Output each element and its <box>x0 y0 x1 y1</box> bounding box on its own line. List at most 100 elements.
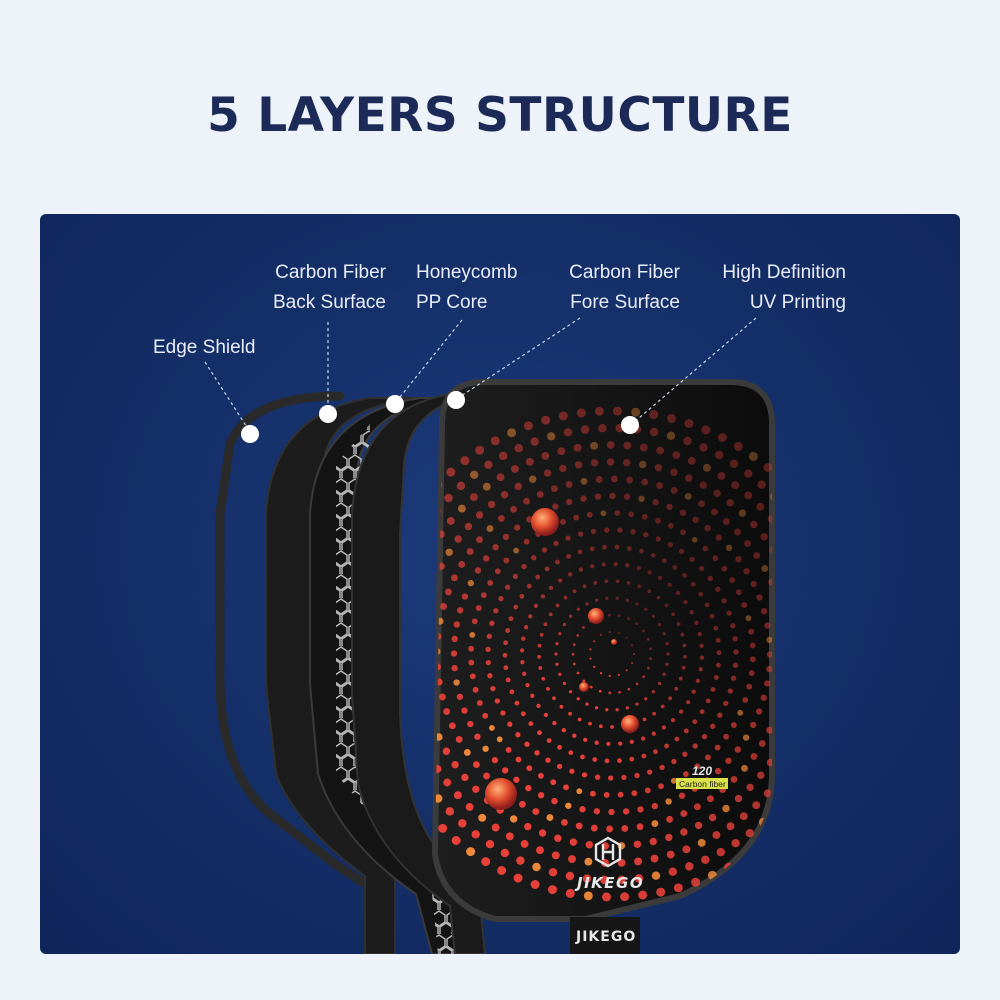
ring-dot <box>505 746 512 753</box>
ring-dot <box>680 632 685 637</box>
ring-dot <box>535 574 541 580</box>
ring-dot <box>589 790 596 797</box>
ring-dot <box>731 481 740 490</box>
ring-dot <box>651 690 656 694</box>
ring-dot <box>457 607 464 614</box>
ring-dot <box>850 655 859 664</box>
ring-dot <box>638 495 645 502</box>
ring-dot <box>692 516 699 524</box>
page-title: 5 LAYERS STRUCTURE <box>207 88 793 143</box>
ring-dot <box>580 495 587 502</box>
ring-dot <box>832 743 841 752</box>
hexagon-logo-icon <box>594 836 622 868</box>
ring-dot <box>714 450 724 460</box>
ring-dot <box>555 642 559 646</box>
ring-dot <box>794 805 803 814</box>
ring-dot <box>454 535 462 543</box>
ring-dot <box>635 702 639 706</box>
ring-dot <box>520 711 526 717</box>
ring-dot <box>667 413 676 423</box>
paddle-illustration: 120 Carbon fiber JIKEGO JIKEGO <box>204 317 859 954</box>
ring-dot <box>588 721 592 726</box>
ring-dot <box>558 632 562 636</box>
ring-dot <box>510 464 519 473</box>
ring-dot <box>781 623 788 630</box>
ring-dot <box>733 528 741 536</box>
ring-dot <box>774 777 782 785</box>
orb-3 <box>621 715 639 733</box>
ring-dot <box>528 614 533 619</box>
ring-dot <box>653 749 658 755</box>
ring-dot <box>635 622 638 626</box>
ring-dot <box>666 503 673 511</box>
ring-dot <box>691 877 701 887</box>
ring-dot <box>438 823 448 833</box>
ring-dot <box>532 862 541 872</box>
ring-dot <box>541 676 546 681</box>
ring-dot <box>623 458 631 467</box>
ring-dot <box>631 661 634 664</box>
ring-dot <box>539 632 544 637</box>
ring-dot <box>699 565 705 572</box>
ring-dot <box>748 451 758 461</box>
ring-dot <box>649 427 659 437</box>
ring-dot <box>730 675 737 681</box>
ring-dot <box>530 693 535 698</box>
ring-dot <box>568 855 576 864</box>
ring-dot <box>818 733 826 741</box>
ring-dot <box>761 565 769 573</box>
ring-dot <box>561 727 567 733</box>
ring-dot <box>625 563 630 568</box>
ring-dot <box>717 433 727 442</box>
ring-dot <box>574 461 583 469</box>
ring-dot <box>562 681 567 686</box>
ring-dot <box>577 531 584 537</box>
ring-dot <box>498 595 504 602</box>
ring-dot <box>536 846 544 855</box>
ring-dot <box>613 406 622 416</box>
ring-dot <box>576 408 586 418</box>
label-uv-line2: UV Printing <box>749 292 846 313</box>
ring-dot <box>618 690 621 694</box>
ring-dot <box>484 460 493 470</box>
ring-dot <box>639 443 648 452</box>
ring-dot <box>482 712 489 719</box>
marker-uv <box>621 416 639 434</box>
ring-dot <box>546 738 552 743</box>
ring-dot <box>589 657 592 660</box>
ring-dot <box>513 873 523 883</box>
ring-dot <box>463 748 471 756</box>
ring-dot <box>710 508 718 516</box>
ring-dot <box>505 832 514 841</box>
ring-dot <box>811 749 819 757</box>
ring-dot <box>536 703 541 709</box>
ring-dot <box>775 745 782 752</box>
ring-dot <box>471 618 478 625</box>
ring-dot <box>483 555 490 562</box>
ring-dot <box>800 637 807 644</box>
ring-dot <box>766 636 772 644</box>
ring-dot <box>787 542 795 550</box>
ring-dot <box>544 566 550 572</box>
ring-dot <box>563 595 568 600</box>
ring-dot <box>697 632 702 637</box>
ring-dot <box>670 486 678 494</box>
label-edge-shield-text: Edge Shield <box>153 337 256 358</box>
ring-dot <box>457 504 466 513</box>
ring-dot <box>576 671 580 675</box>
ring-dot <box>504 584 511 590</box>
ring-dot <box>694 821 703 830</box>
ring-dot <box>418 672 425 679</box>
ring-dot <box>537 643 542 648</box>
ring-dot <box>565 535 571 541</box>
ring-dot <box>594 406 604 416</box>
ring-dot <box>817 636 825 644</box>
ring-dot <box>435 544 436 553</box>
ring-dot <box>801 502 810 511</box>
ring-dot <box>593 665 596 668</box>
ring-dot <box>537 792 545 799</box>
ring-dot <box>833 666 841 674</box>
ring-dot <box>565 802 572 809</box>
ring-dot <box>662 558 667 564</box>
ring-dot <box>510 505 518 513</box>
